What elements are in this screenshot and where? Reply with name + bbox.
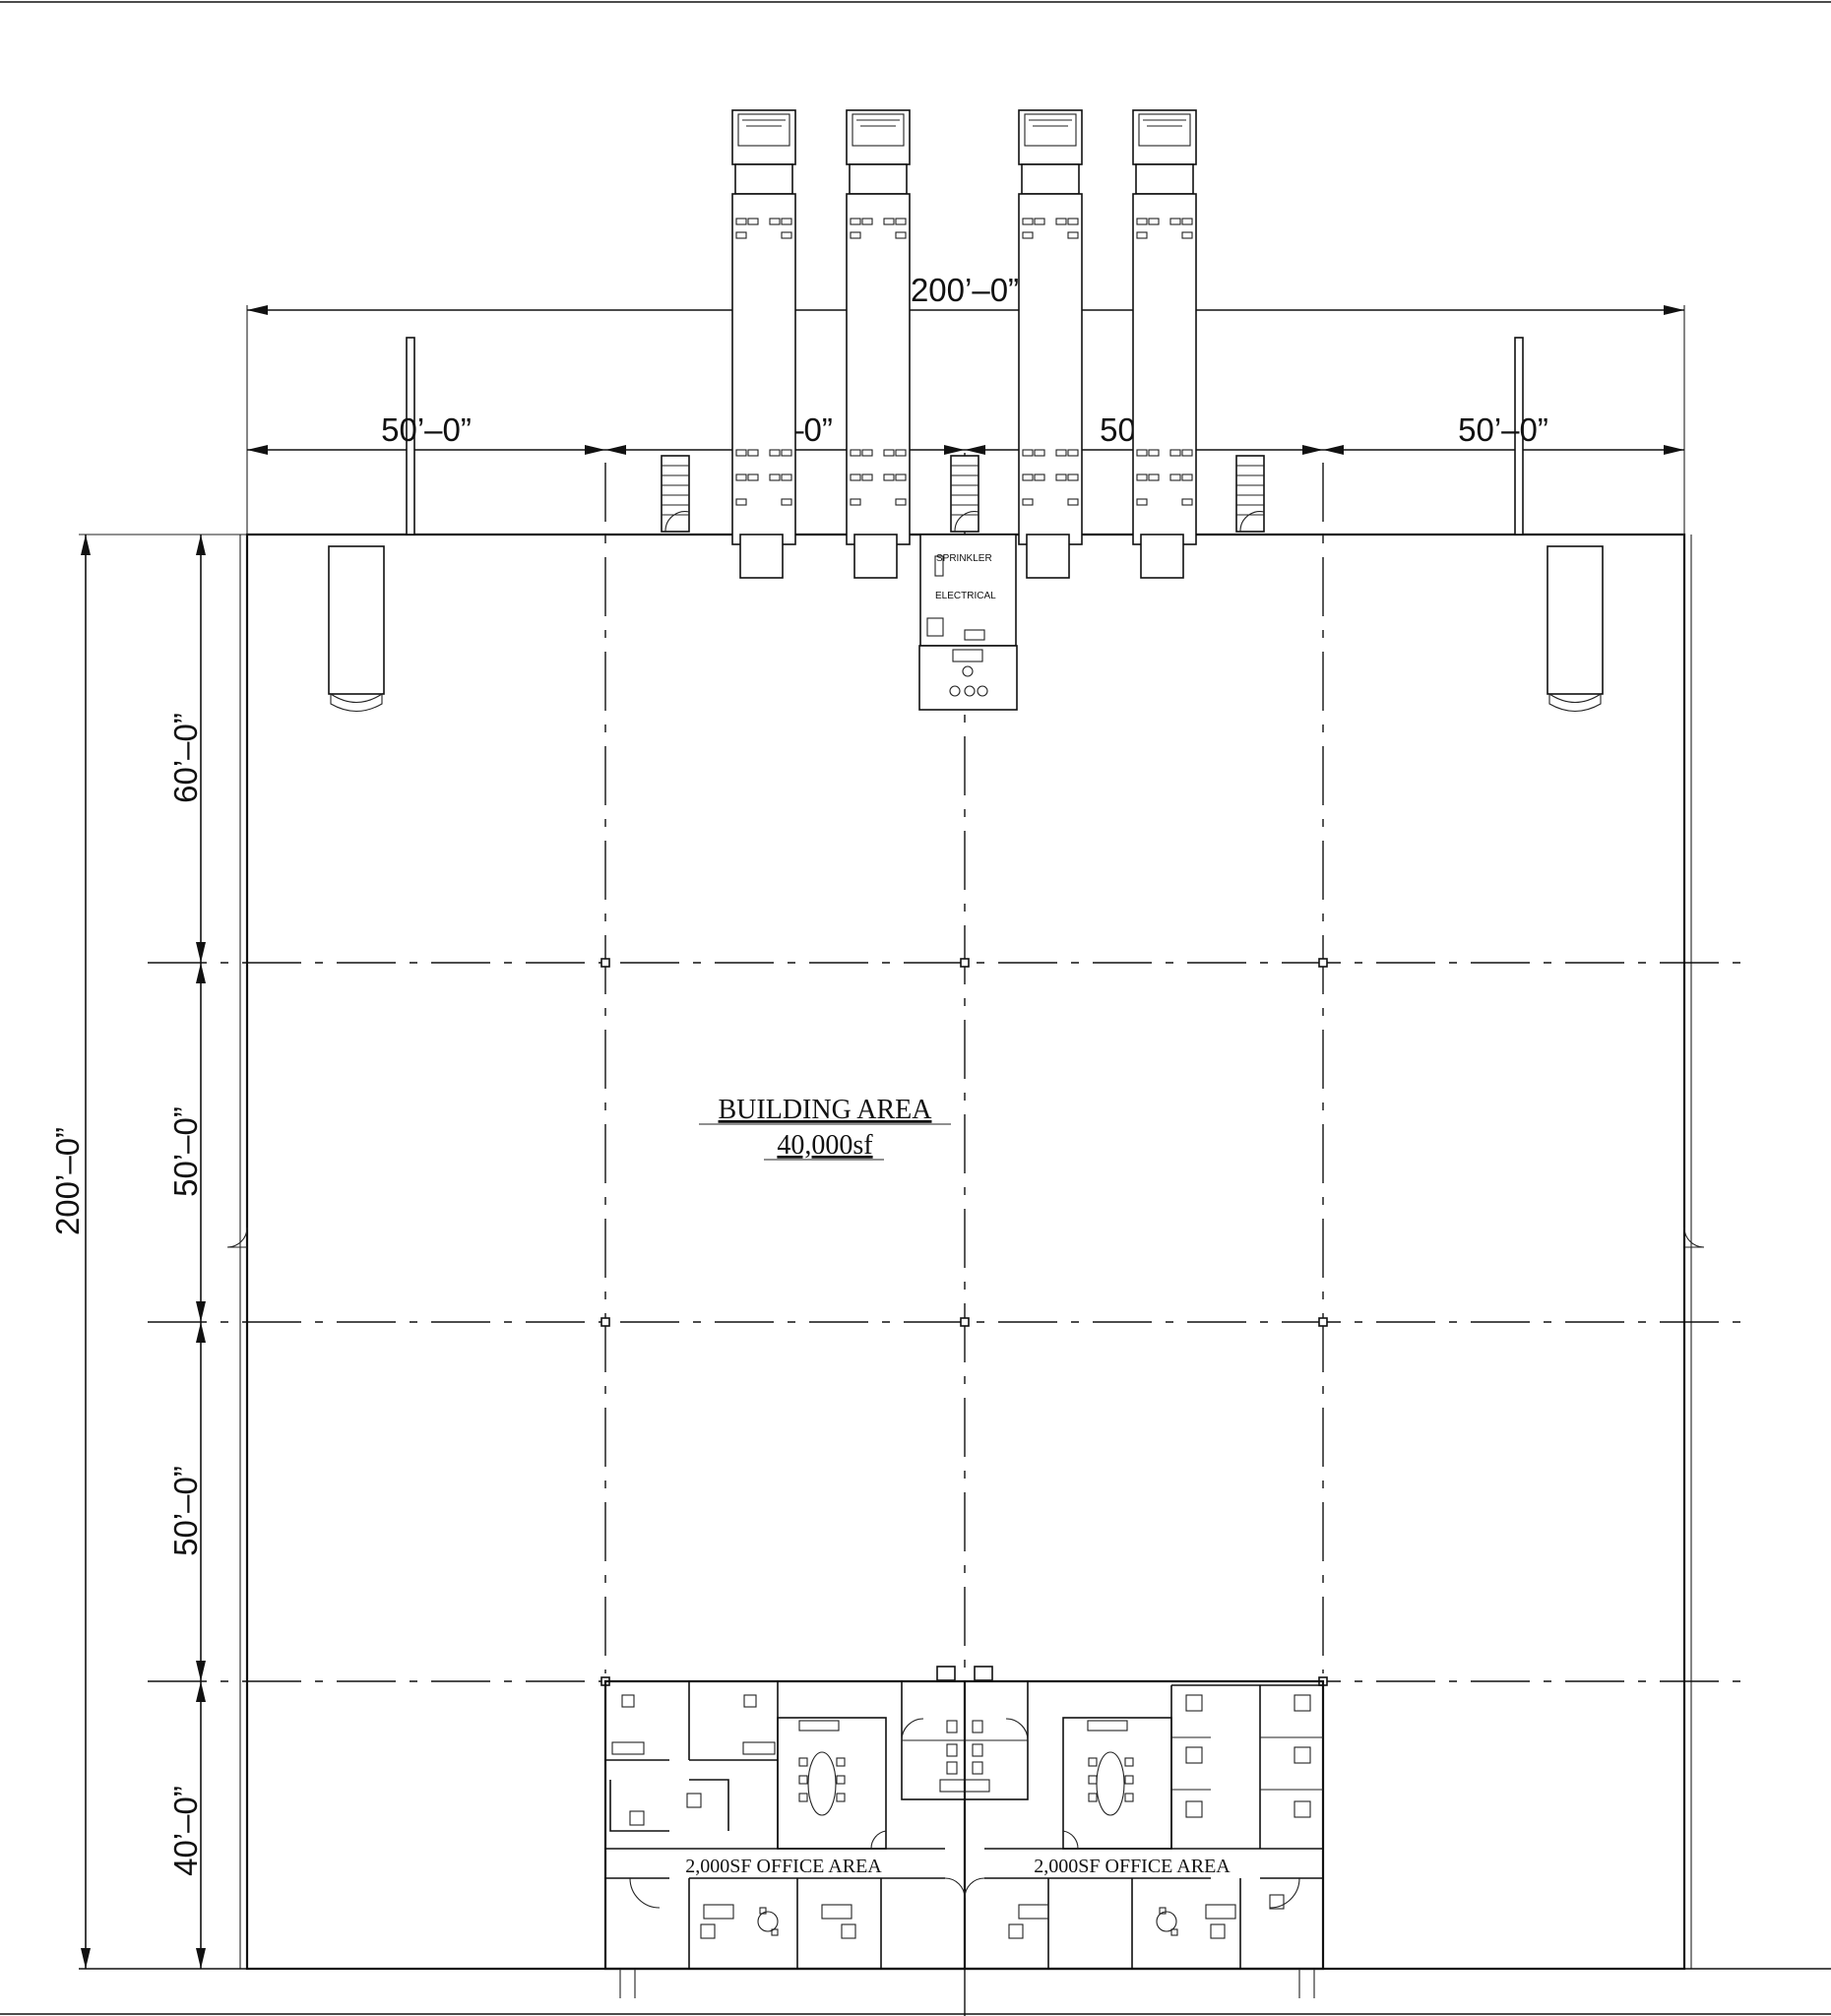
dim-left-total: 200’–0” [49, 1127, 86, 1235]
dim-left-bay-4: 40’–0” [167, 1786, 204, 1876]
top-dimensions [246, 305, 1685, 536]
side-doors [226, 1227, 1705, 1248]
dim-top-total: 200’–0” [911, 272, 1019, 308]
room-sprinkler-label: SPRINKLER [936, 553, 992, 564]
trailer-truck-3 [1018, 109, 1083, 545]
dim-top-bay-1: 50’–0” [381, 411, 472, 448]
dim-left-bay-3: 50’–0” [167, 1466, 204, 1556]
building-area-value: 40,000sf [777, 1130, 873, 1161]
trailer-truck-1 [731, 109, 796, 545]
exterior-stairs [661, 455, 1265, 533]
office-area-left-label: 2,000SF OFFICE AREA [685, 1856, 882, 1877]
room-electrical-label: ELECTRICAL [935, 591, 996, 601]
building-area-label: BUILDING AREA [719, 1095, 933, 1125]
interior-truck-right [1547, 545, 1604, 713]
dim-left-bay-2: 50’–0” [167, 1106, 204, 1197]
utility-rooms [918, 534, 1018, 711]
dock-levelers [739, 534, 1184, 579]
interior-truck-left [328, 545, 385, 713]
left-dimensions [81, 535, 206, 1969]
office-area [603, 1666, 1325, 1998]
dim-top-bay-4: 50’–0” [1458, 411, 1548, 448]
office-area-right-label: 2,000SF OFFICE AREA [1034, 1856, 1231, 1877]
trailer-truck-4 [1132, 109, 1197, 545]
building-outline [79, 533, 1831, 1971]
dim-left-bay-1: 60’–0” [167, 713, 204, 803]
trailer-truck-2 [846, 109, 911, 545]
